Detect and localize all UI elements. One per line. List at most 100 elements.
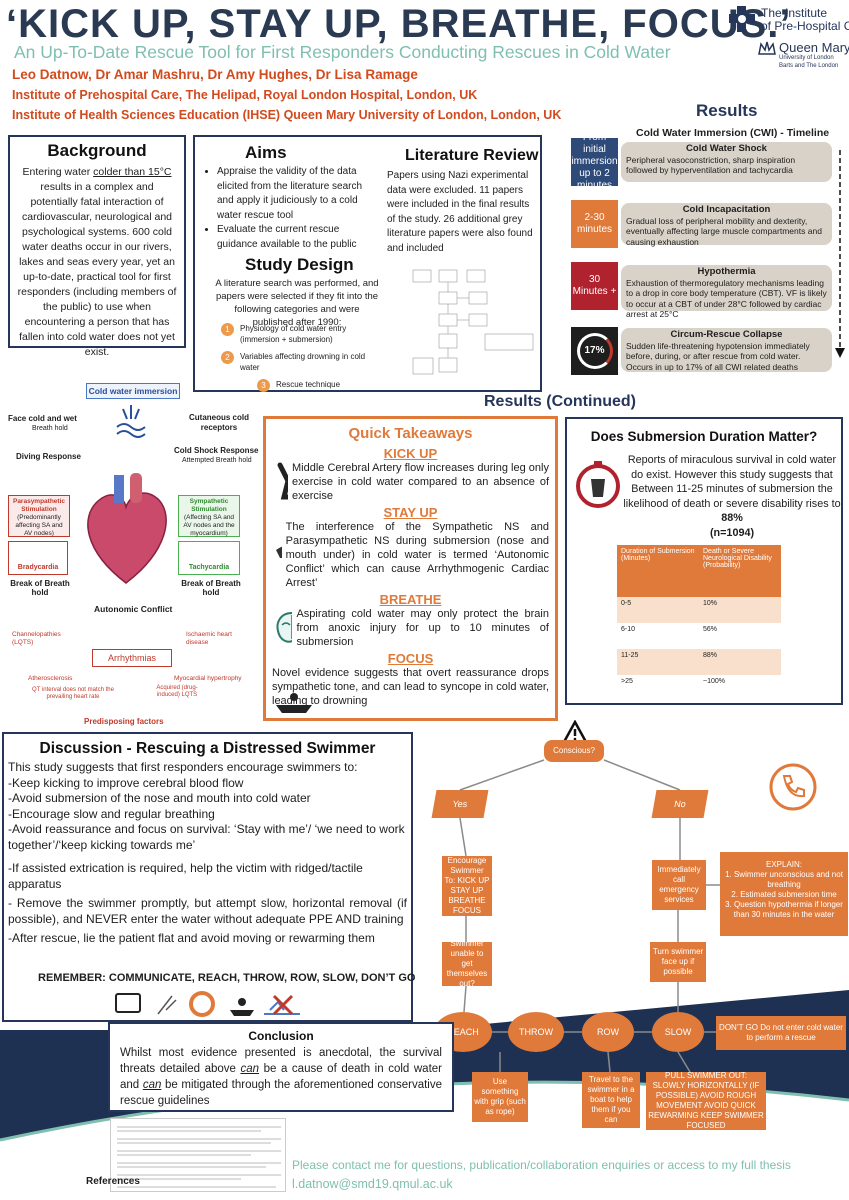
dont-go-node: DON’T GO Do not enter cold water to perf… xyxy=(716,1016,846,1050)
discussion-line: -Avoid reassurance and focus on survival… xyxy=(8,822,405,852)
symp-sub: (Affecting SA and AV nodes and the myoca… xyxy=(183,514,235,537)
discussion-line: -Keep kicking to improve cerebral blood … xyxy=(8,775,244,790)
unable-node: Swimmer unable to get themselves out? xyxy=(442,939,492,988)
break-breath-right: Break of Breath hold xyxy=(181,579,241,597)
category-number: 3 xyxy=(257,379,270,392)
travel-node: Travel to the swimmer in a boat to help … xyxy=(582,1072,640,1128)
bradycardia-box: Bradycardia xyxy=(8,541,68,575)
takeaway-text: The interference of the Sympathetic NS a… xyxy=(285,521,549,589)
category-item: 1 Physiology of cold water entry (immers… xyxy=(221,323,383,351)
conclusion-text: Whilst most evidence presented is anecdo… xyxy=(120,1047,442,1107)
submersion-text: Reports of miraculous survival in cold w… xyxy=(623,454,841,539)
face-label: Face cold and wet xyxy=(8,414,77,423)
leg-kick-icon xyxy=(277,462,288,500)
physiology-diagram: Cold water immersion Face cold and wet B… xyxy=(6,383,258,703)
arrhythmias-box: Arrhythmias xyxy=(92,649,172,667)
category-list: 1 Physiology of cold water entry (immers… xyxy=(221,323,383,399)
prehospital-cross-icon xyxy=(729,6,755,32)
qmul-logo: Queen Mary University of London Barts an… xyxy=(757,40,849,80)
institute-logo: The Institute of Pre-Hospital Care xyxy=(727,4,849,36)
submersion-table: Duration of Submersion (Minutes) Death o… xyxy=(617,545,781,701)
call-emergency-node: Immediately call emergency services xyxy=(652,860,706,910)
takeaway-item: Middle Cerebral Artery flow increases du… xyxy=(266,461,555,503)
takeaway-text: Aspirating cold water may only protect t… xyxy=(296,608,549,648)
discussion-line: -Avoid submersion of the nose and mouth … xyxy=(8,791,311,805)
prisma-flow-diagram xyxy=(412,269,534,375)
stage-time-1: From initial immersion up to 2 minutes xyxy=(571,132,618,191)
poster-subtitle: An Up-To-Date Rescue Tool for First Resp… xyxy=(14,42,671,62)
methods-panel: Aims Appraise the validity of the data e… xyxy=(193,135,542,392)
discussion-list: This study suggests that first responder… xyxy=(4,758,411,949)
table-row: >25~100% xyxy=(617,675,781,701)
explain-node: EXPLAIN: 1. Swimmer unconscious and not … xyxy=(720,852,848,936)
stage-text: Sudden life-threatening hypotension imme… xyxy=(626,340,810,372)
table-header-row: Duration of Submersion (Minutes) Death o… xyxy=(617,545,781,597)
contact-email[interactable]: l.datnow@smd19.qmul.ac.uk xyxy=(292,1177,453,1191)
category-item: 2 Variables affecting drowning in cold w… xyxy=(221,351,383,379)
conscious-node: Conscious? xyxy=(544,740,604,762)
literature-heading: Literature Review xyxy=(405,147,539,164)
takeaway-text: Middle Cerebral Artery flow increases du… xyxy=(292,462,549,502)
crown-icon xyxy=(758,41,776,55)
aim-item: Evaluate the current rescue guidance ava… xyxy=(217,223,369,252)
brain-icon xyxy=(276,611,293,643)
stage-title: Circum-Rescue Collapse xyxy=(670,329,783,340)
submersion-panel: Does Submersion Duration Matter? Reports… xyxy=(565,417,843,705)
table-cell: 11-25 xyxy=(621,652,639,659)
sample-size: (n=1094) xyxy=(709,526,755,539)
logo2-line2: University of London xyxy=(779,55,834,61)
throw-node: THROW xyxy=(508,1012,564,1052)
stopwatch-icon xyxy=(576,461,620,508)
discussion-line: -If assisted extrication is required, he… xyxy=(8,861,363,891)
discussion-line: -After rescue, lie the patient flat and … xyxy=(8,931,375,945)
csr-sub: Attempted Breath hold xyxy=(182,457,252,464)
authors: Leo Datnow, Dr Amar Mashru, Dr Amy Hughe… xyxy=(12,67,418,82)
logo2-line3: Barts and The London xyxy=(779,63,839,69)
heart-icon xyxy=(87,473,167,584)
pull-swimmer-node: PULL SWIMMER OUT: SLOWLY HORIZONTALLY (I… xyxy=(646,1071,766,1130)
turn-swimmer-node: Turn swimmer face up if possible xyxy=(650,942,706,982)
diagram-title: Cold water immersion xyxy=(86,383,180,399)
atherosclerosis-label: Atherosclerosis xyxy=(28,675,73,682)
tachycardia-box: Tachycardia xyxy=(178,541,240,575)
table-cell: 0-5 xyxy=(621,600,632,607)
remember-line: REMEMBER: COMMUNICATE, REACH, THROW, ROW… xyxy=(38,972,416,984)
discussion-panel: Discussion - Rescuing a Distressed Swimm… xyxy=(2,732,416,1022)
table-cell: >25 xyxy=(621,678,633,685)
rescue-icons xyxy=(115,991,300,1017)
table-cell: 6-10 xyxy=(621,626,636,633)
stage-text: Gradual loss of peripheral mobility and … xyxy=(626,215,822,247)
aims-heading: Aims xyxy=(245,143,287,162)
rescue-flowchart: Conscious? Yes No Encourage Swimmer To: … xyxy=(420,720,848,1140)
stage-title: Cold Water Shock xyxy=(686,143,767,154)
discussion-line: -Encourage slow and regular breathing xyxy=(8,806,215,821)
acquired-lqts-label: Acquired (drug-induced) LQTS xyxy=(156,685,198,698)
takeaway-item: The interference of the Sympathetic NS a… xyxy=(266,520,555,590)
results-heading: Results xyxy=(696,101,758,120)
discussion-line: - Remove the swimmer promptly, but attem… xyxy=(8,896,407,926)
explain-item: 3. Question hypothermia if longer than 3… xyxy=(725,900,843,919)
study-design-heading: Study Design xyxy=(245,255,354,274)
para-title: Parasympathetic Stimulation xyxy=(12,498,66,513)
background-heading: Background xyxy=(47,141,147,160)
ischaemic-label: Ischaemic heart disease xyxy=(186,631,232,646)
takeaway-item: Aspirating cold water may only protect t… xyxy=(266,607,555,649)
category-item: 3 Rescue technique xyxy=(257,379,383,399)
explain-title: EXPLAIN: xyxy=(765,860,802,869)
stage-text: Exhaustion of thermoregulatory mechanism… xyxy=(626,277,827,320)
stage-time-4: 17% xyxy=(571,327,618,375)
background-text: Entering water colder than 15°C results … xyxy=(17,166,177,358)
takeaway-heading-focus: FOCUS xyxy=(387,651,434,666)
collapse-ring: 17% xyxy=(576,333,613,369)
study-design-text: A literature search was performed, and p… xyxy=(215,278,379,328)
aims-list: Appraise the validity of the data elicit… xyxy=(217,165,369,252)
submersion-heading: Does Submersion Duration Matter? xyxy=(590,429,818,444)
background-panel: Background Entering water colder than 15… xyxy=(8,135,186,358)
takeaway-heading-kick: KICK UP xyxy=(383,446,438,461)
grip-node: Use something with grip (such as rope) xyxy=(472,1072,528,1122)
